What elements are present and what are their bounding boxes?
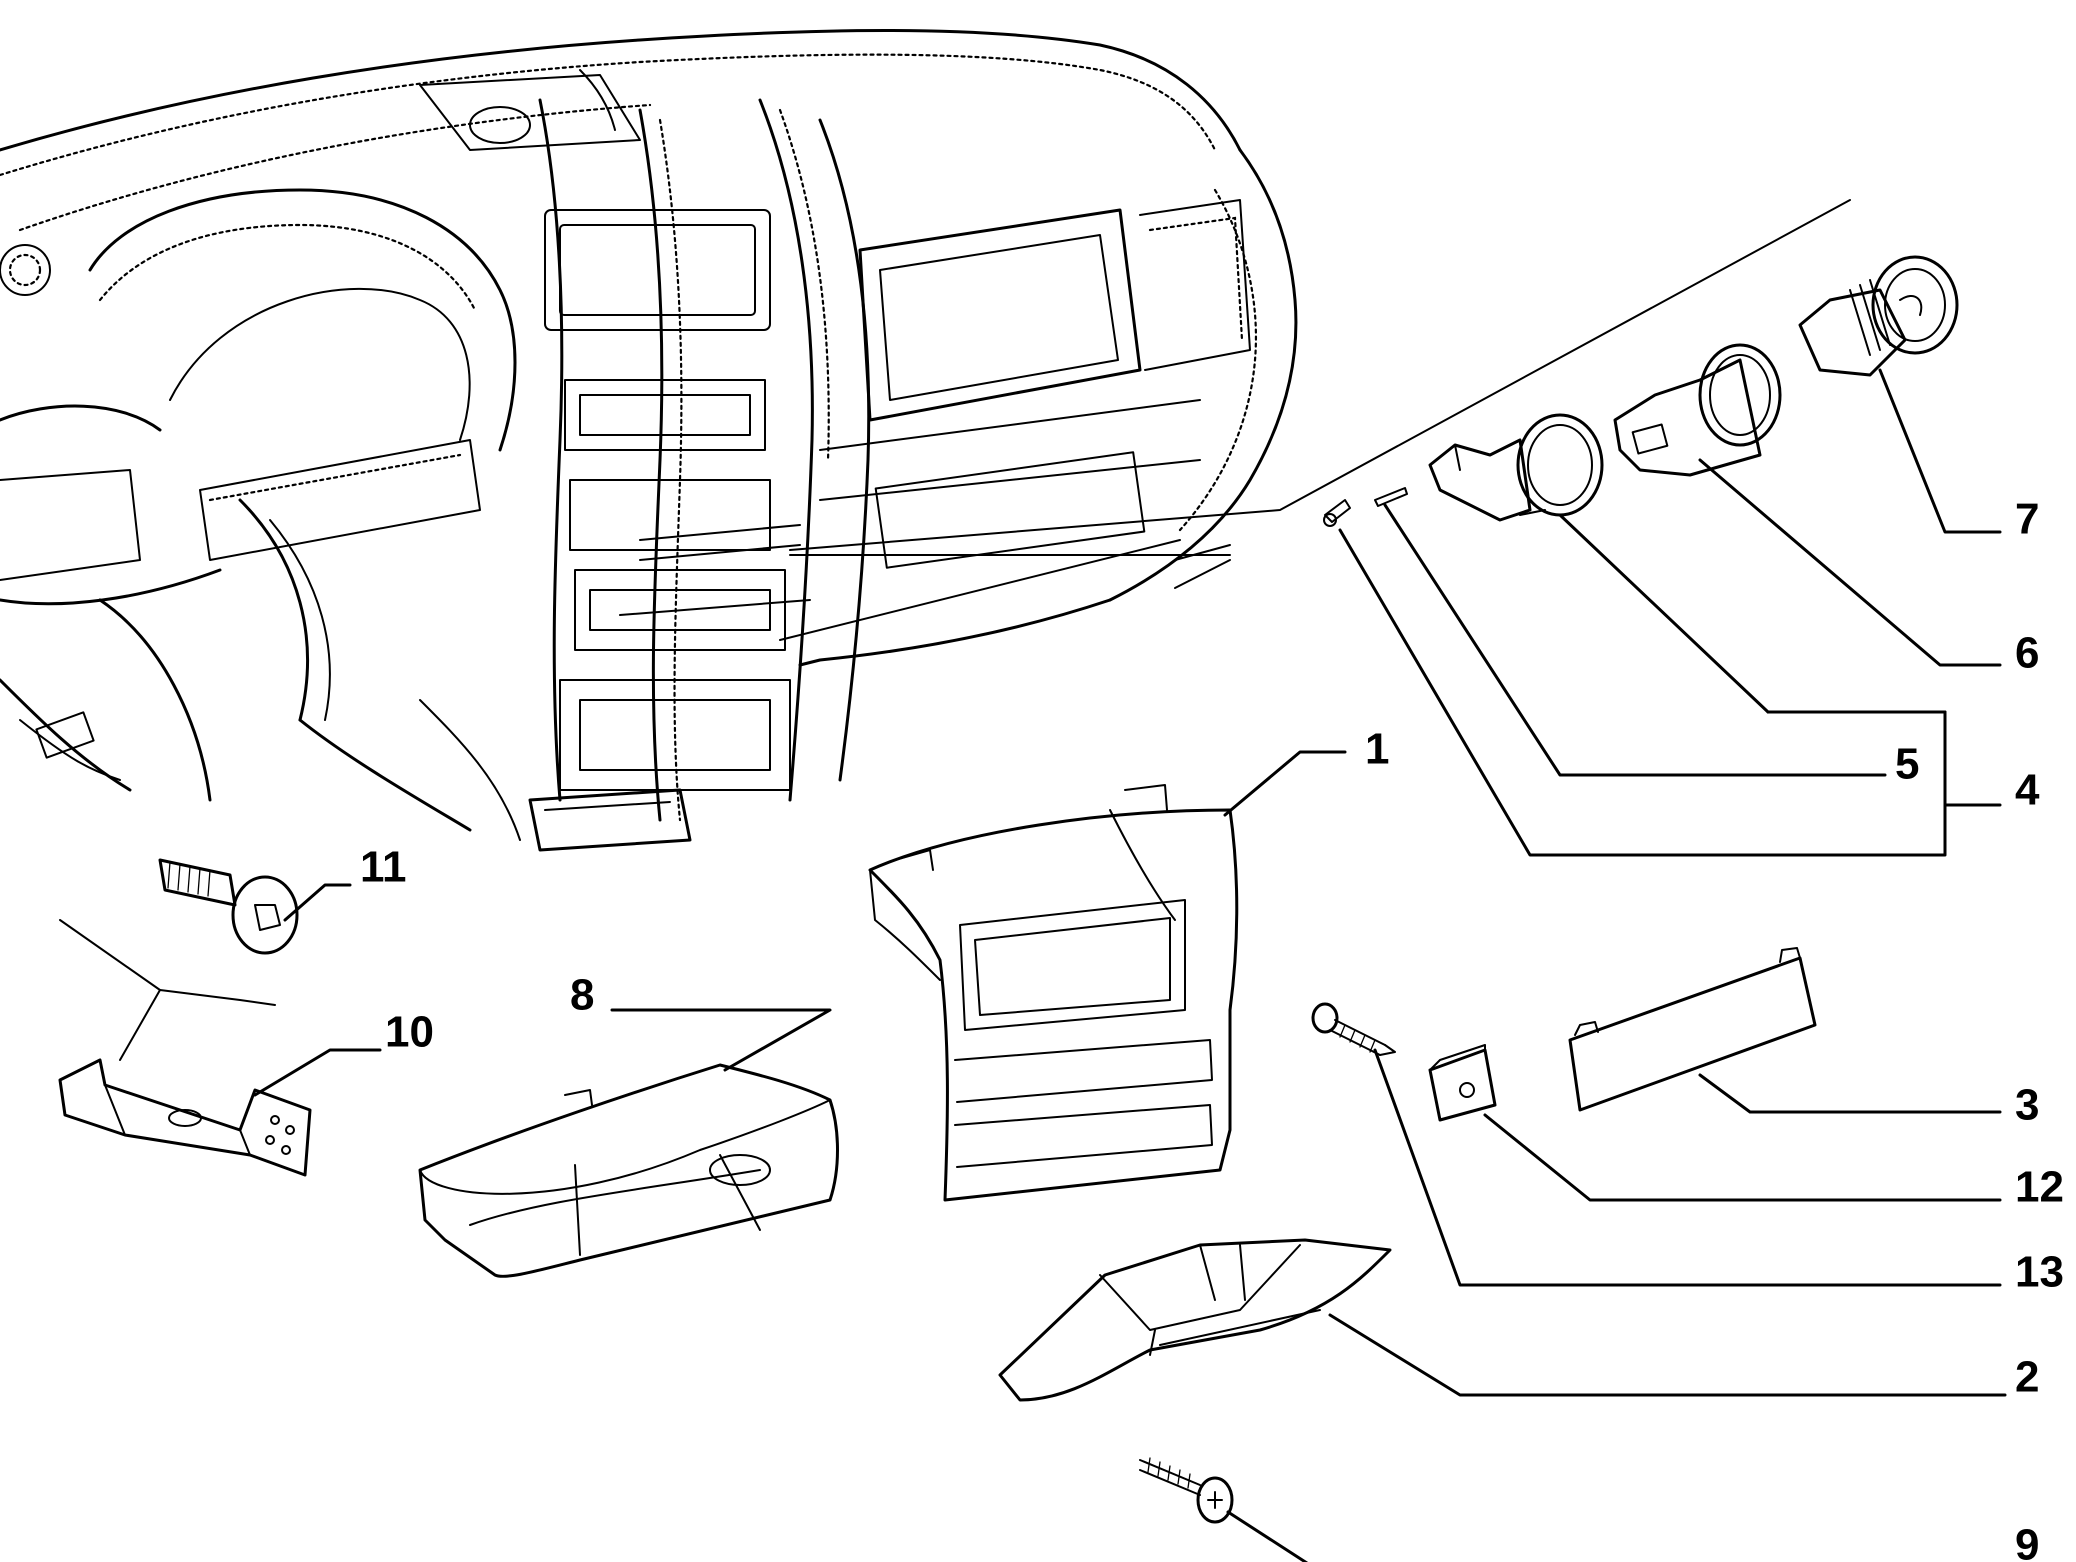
callout-1: 1 — [1365, 725, 1389, 774]
part-1-center-bezel — [868, 784, 1239, 1202]
callout-12: 12 — [2015, 1163, 2064, 1212]
callout-9: 9 — [2015, 1521, 2039, 1562]
callout-8: 8 — [570, 971, 594, 1020]
callout-3: 3 — [2015, 1081, 2039, 1130]
callout-4: 4 — [2015, 766, 2040, 815]
part-13-screw — [1311, 1002, 1396, 1056]
part-12-clip — [1428, 1044, 1497, 1122]
callout-5: 5 — [1895, 740, 1919, 789]
callout-2: 2 — [2015, 1353, 2039, 1402]
callout-labels: 1 2 3 4 5 6 7 8 9 10 11 12 13 — [360, 495, 2064, 1562]
dashboard-assembly — [0, 29, 1298, 852]
part-8-tray — [418, 1063, 839, 1278]
part-11-bolt — [158, 858, 299, 955]
part-2-glovebox-bin — [998, 1238, 1392, 1402]
part-9-screw — [1139, 1457, 1234, 1524]
callout-7: 7 — [2015, 495, 2039, 544]
callout-11: 11 — [360, 843, 407, 892]
callout-10: 10 — [385, 1008, 434, 1057]
callout-6: 6 — [2015, 629, 2039, 678]
leader-lines — [253, 199, 2007, 1562]
part-3-cover-plate — [1568, 947, 1817, 1112]
part-10-bracket — [58, 919, 312, 1177]
part-4-lighter-assembly — [1323, 255, 1959, 527]
callout-13: 13 — [2015, 1248, 2064, 1297]
